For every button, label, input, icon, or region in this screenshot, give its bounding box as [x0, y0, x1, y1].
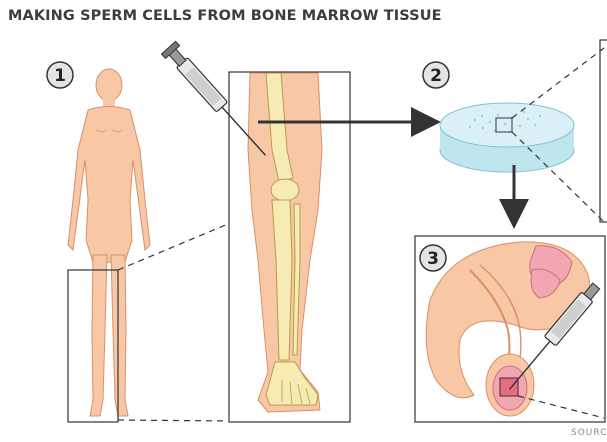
step-badge-1: 1 — [47, 62, 73, 88]
step-badge-2: 2 — [423, 62, 449, 88]
zoom-guide-line — [118, 224, 228, 270]
zoom-guide-line — [118, 420, 228, 421]
source-label: SOURC — [571, 428, 607, 438]
cropped-zoom-panel — [600, 40, 607, 222]
svg-text:2: 2 — [430, 66, 442, 86]
human-figure — [68, 69, 150, 416]
petri-dish — [440, 103, 574, 172]
step-badge-3: 3 — [420, 245, 446, 271]
svg-text:3: 3 — [427, 249, 439, 269]
leg-bone-panel — [229, 72, 350, 422]
svg-text:1: 1 — [54, 66, 66, 86]
